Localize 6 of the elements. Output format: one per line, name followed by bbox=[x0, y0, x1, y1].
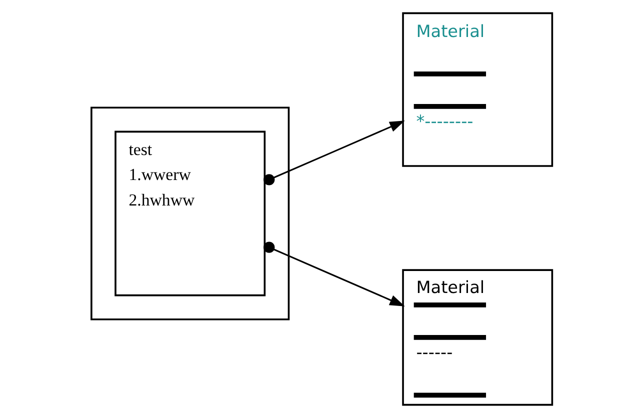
node-box: test 1.wwerw 2.hwhww bbox=[114, 130, 266, 296]
node-box: Material *-------- bbox=[402, 12, 553, 167]
arrow bbox=[263, 120, 404, 186]
cluster bbox=[90, 106, 290, 320]
node-box: Material ------ bbox=[402, 269, 553, 406]
arrow bbox=[263, 242, 404, 306]
